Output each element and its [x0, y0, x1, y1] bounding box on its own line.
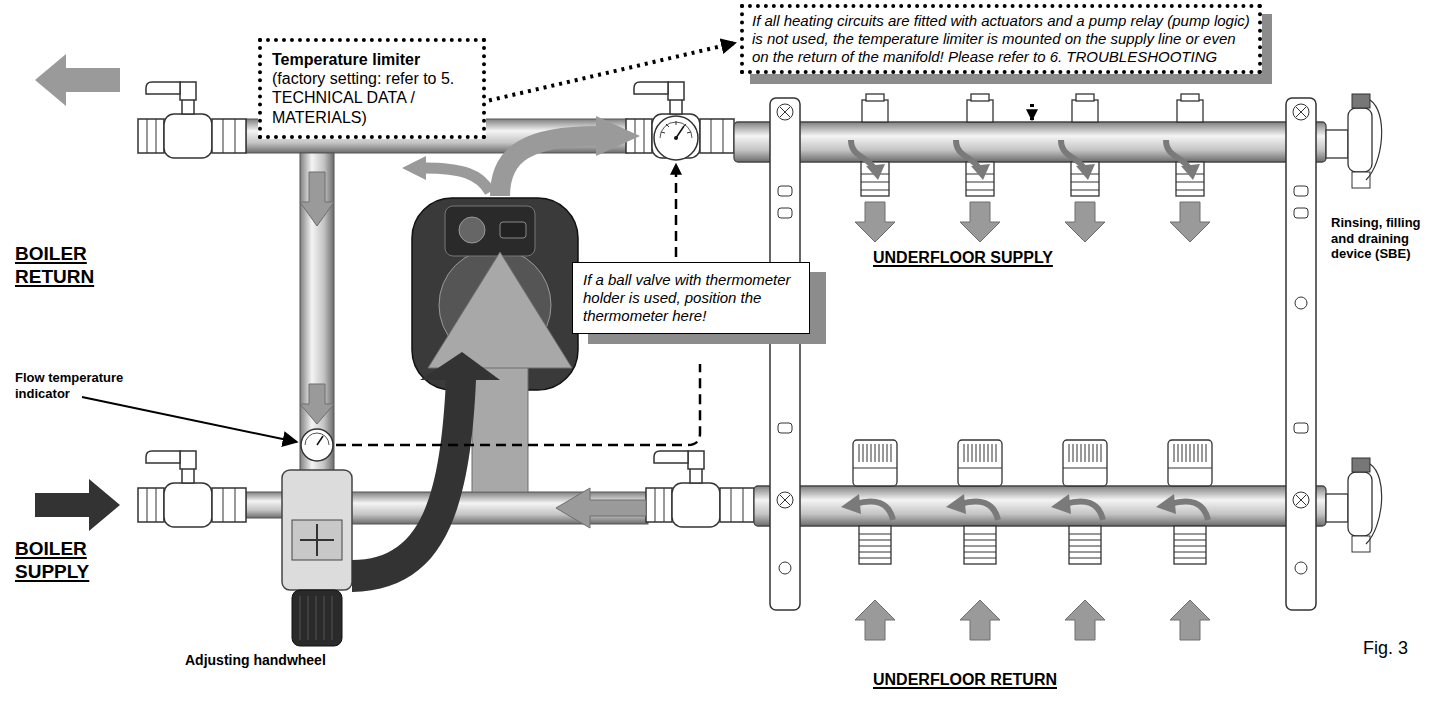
dotted-leader: [1030, 104, 1034, 120]
ball-valve: [138, 82, 246, 158]
port-label: BOILER SUPPLY: [15, 538, 115, 584]
section-label: UNDERFLOOR SUPPLY: [873, 248, 1053, 267]
note-text: (factory setting: refer to 5. TECHNICAL …: [272, 69, 472, 127]
thermometer: [654, 116, 698, 160]
callout-box: If a ball valve with thermometer holder …: [572, 262, 810, 334]
dashed-leader: [675, 164, 678, 257]
circulation-pump: [412, 198, 578, 390]
dashed-leader: [336, 364, 700, 445]
ball-valve: [646, 451, 754, 527]
leader-line: [82, 397, 297, 442]
supply-arrow: [35, 479, 120, 531]
section-label: UNDERFLOOR RETURN: [873, 670, 1057, 689]
note-text: If a ball valve with thermometer holder …: [583, 271, 799, 325]
note-box: Temperature limiter(factory setting: ref…: [258, 38, 486, 139]
flow-arrows: [300, 116, 646, 592]
ball-valve: [138, 451, 246, 527]
manifold: [734, 94, 1382, 640]
part-label: Flow temperature indicator: [15, 370, 140, 401]
figure-caption: Fig. 3: [1363, 638, 1408, 660]
return-arrow: [35, 54, 120, 106]
dotted-arrow: [489, 43, 737, 101]
port-label: BOILER RETURN: [15, 243, 115, 289]
mixing-valve: [282, 470, 352, 590]
adjusting-handwheel: [292, 590, 342, 646]
part-label: Rinsing, filling and draining device (SB…: [1331, 215, 1429, 262]
note-text: If all heating circuits are fitted with …: [752, 12, 1250, 66]
part-label: Adjusting handwheel: [185, 652, 326, 669]
flow-temperature-indicator: [301, 429, 333, 461]
note-heading: Temperature limiter: [272, 50, 472, 69]
note-box: If all heating circuits are fitted with …: [740, 4, 1262, 74]
